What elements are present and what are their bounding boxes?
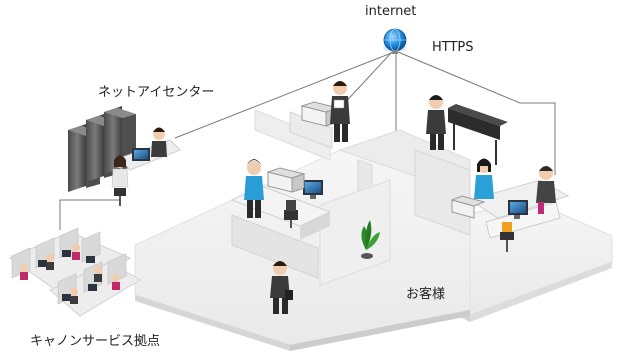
internet-globe-icon	[383, 28, 407, 54]
technician-figure	[426, 95, 446, 150]
https-label: HTTPS	[432, 40, 474, 55]
operator-woman-figure	[111, 155, 129, 188]
walking-engineer-figure	[270, 261, 293, 314]
customer-monitor-icon	[508, 200, 528, 219]
customer-desk-area	[450, 158, 570, 252]
cubicle-monitors	[38, 250, 97, 301]
customer-binder-icon	[538, 202, 544, 214]
connection-lines	[59, 51, 556, 293]
receptionist-figure	[244, 159, 264, 218]
internet-label: internet	[365, 4, 417, 19]
network-center-label: ネットアイセンター	[98, 85, 215, 100]
customer-label: お客様	[406, 287, 446, 302]
line-network-center-to-canon-base	[59, 199, 120, 230]
line-internet-to-network-center	[174, 51, 395, 139]
staff-reading-figure	[330, 81, 350, 142]
reception-desk	[230, 159, 332, 240]
back-office-area	[289, 81, 350, 149]
customer-woman-figure	[474, 158, 494, 199]
wide-format-printer-icon	[448, 104, 508, 165]
network-center-monitor-icon	[132, 148, 150, 161]
operator-figure	[151, 127, 167, 157]
server-rack-icon	[68, 106, 136, 192]
canon-service-base-label: キャノンサービス拠点	[30, 334, 161, 349]
customer-man-figure	[536, 166, 556, 203]
line-internet-to-reception	[339, 51, 393, 109]
reception-chair-icon	[284, 200, 298, 228]
main-building-floor	[134, 109, 471, 351]
reception-printer-icon	[266, 167, 306, 193]
customer-chair-icon	[500, 222, 514, 252]
customer-printer-icon	[450, 195, 486, 219]
line-internet-to-customer	[397, 51, 556, 175]
wide-format-printer-area	[426, 95, 508, 165]
canon-service-base	[8, 227, 141, 317]
network-center-chair-icon	[114, 188, 126, 206]
network-center	[68, 106, 181, 206]
plant-icon	[361, 220, 380, 259]
cubicle-operators	[20, 244, 120, 304]
